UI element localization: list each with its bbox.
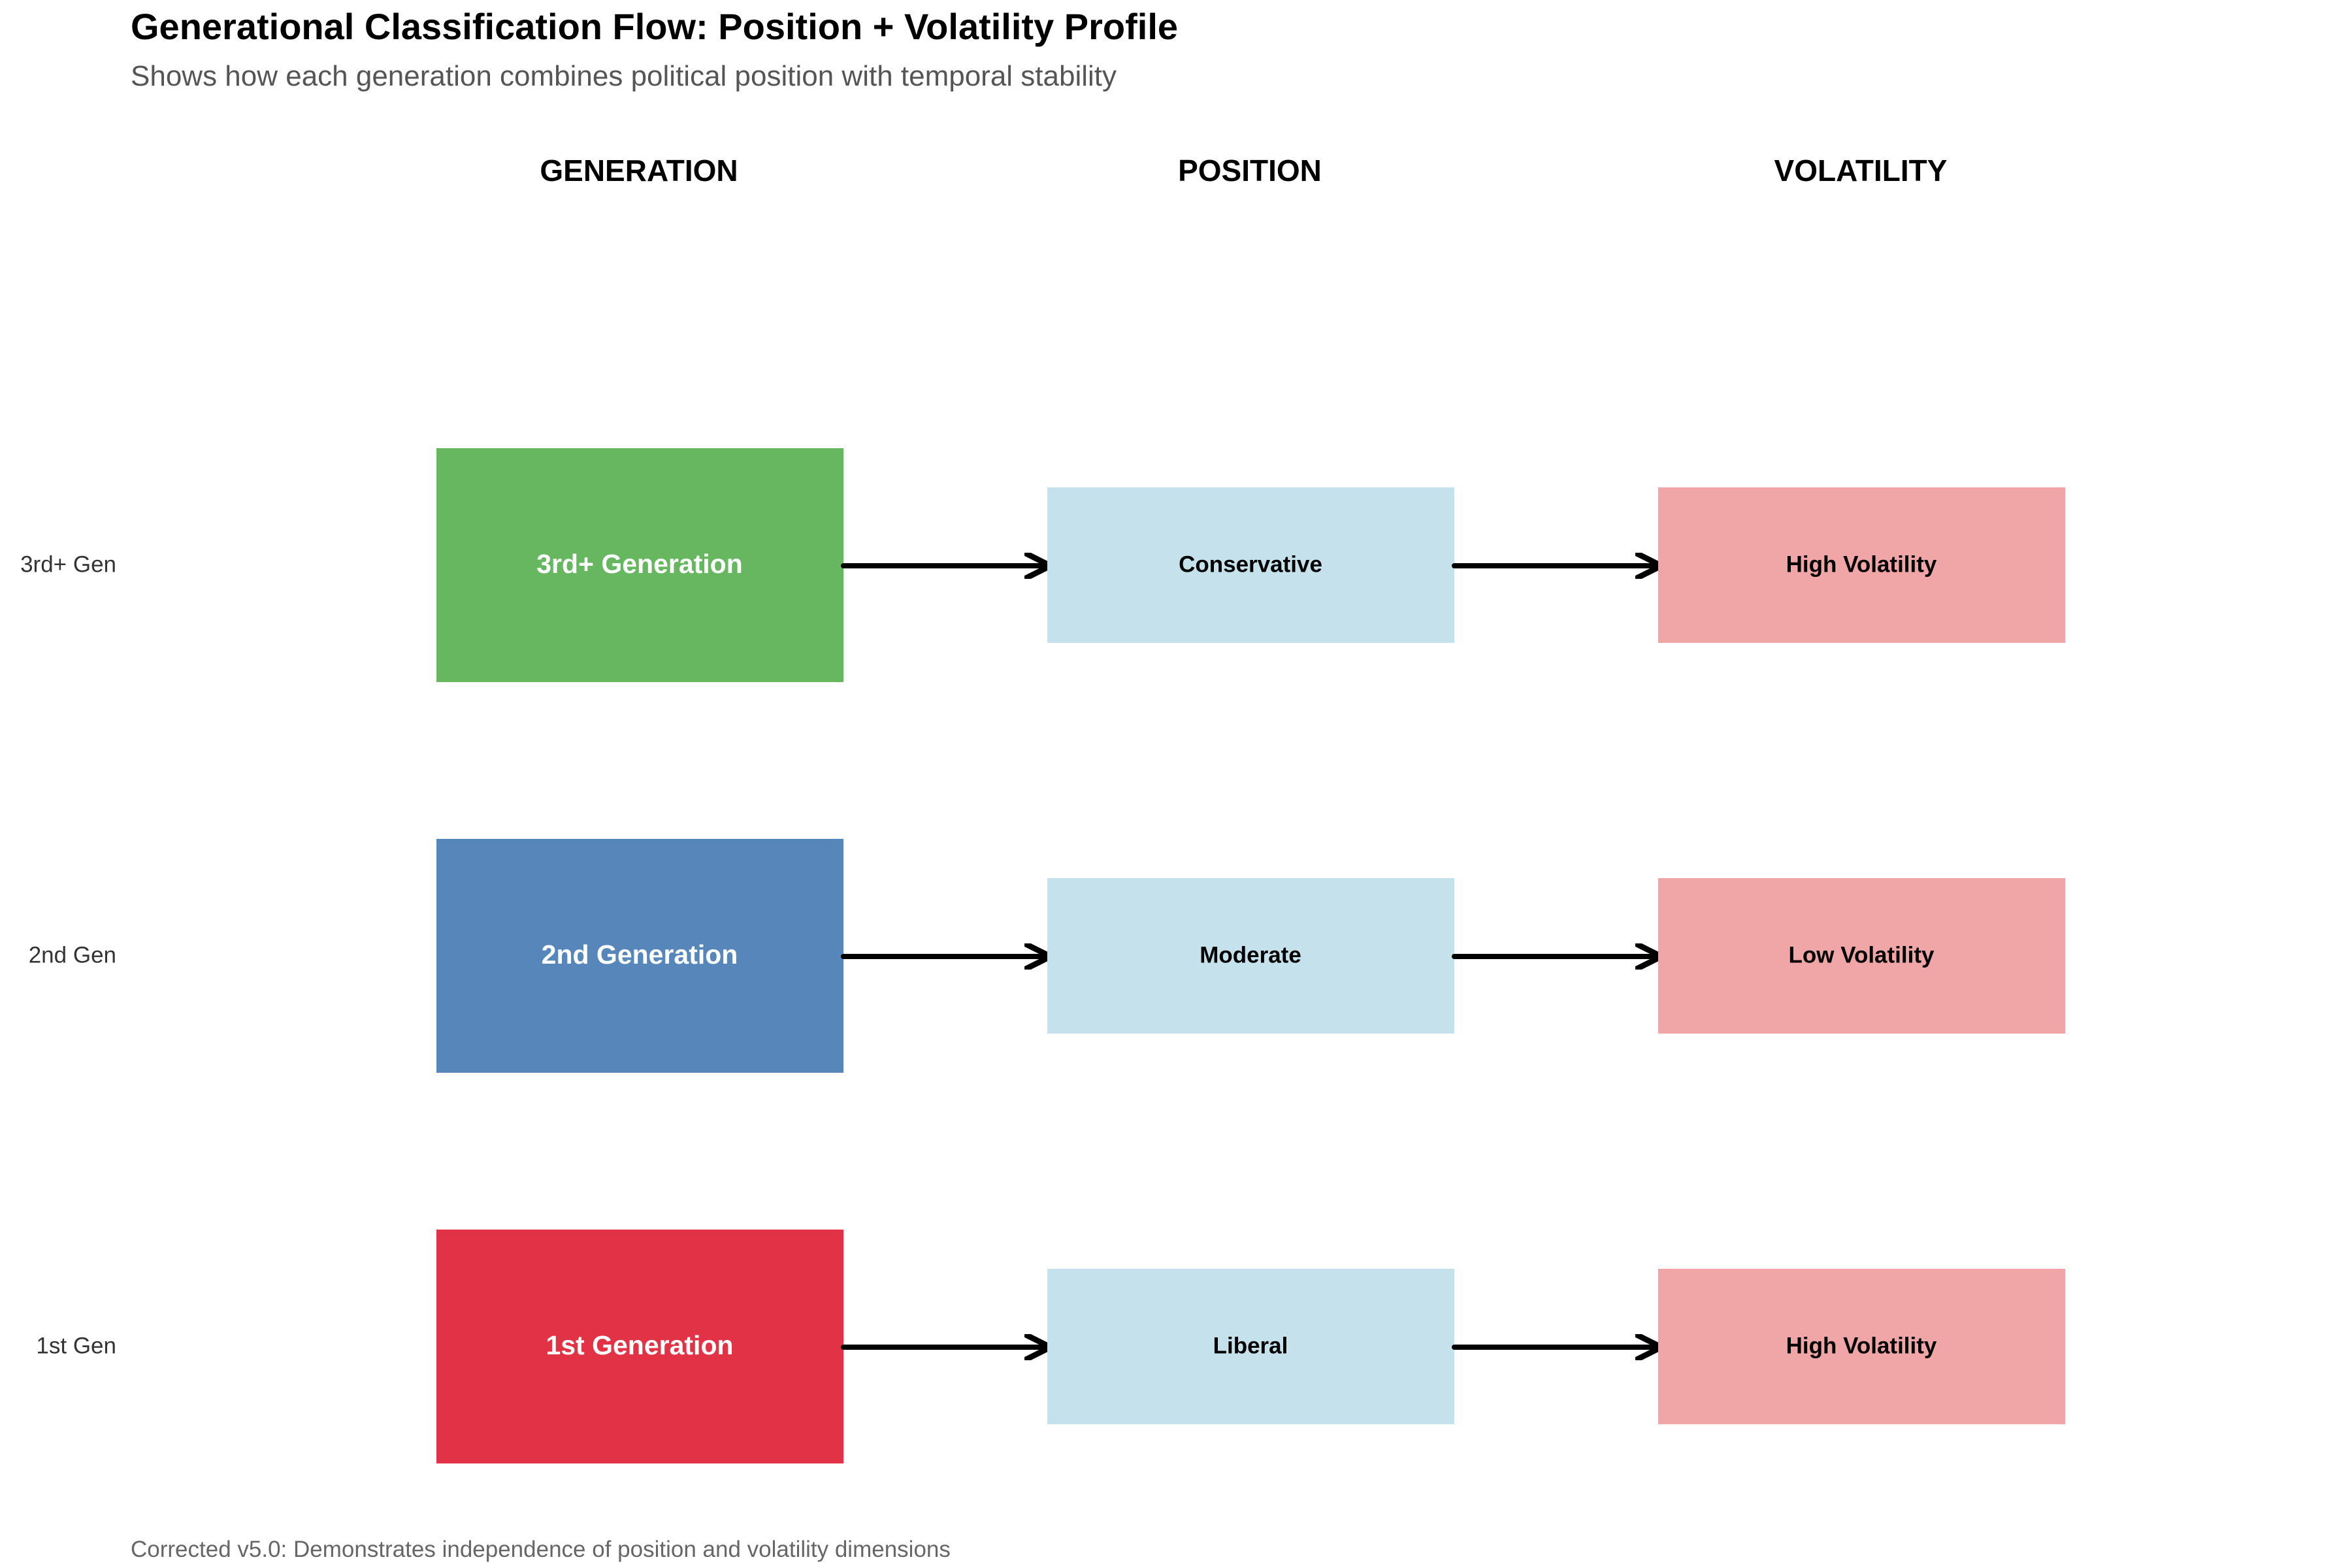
position-label: Conservative: [1179, 551, 1322, 577]
position-box: [1047, 1269, 1454, 1424]
generation-label: 3rd+ Generation: [536, 549, 743, 579]
column-header-generation: GENERATION: [540, 154, 738, 188]
volatility-label: High Volatility: [1786, 1333, 1937, 1358]
row-label: 2nd Gen: [29, 942, 116, 968]
volatility-box: [1658, 1269, 2065, 1424]
volatility-label: Low Volatility: [1789, 942, 1935, 968]
row-label: 1st Gen: [36, 1333, 116, 1358]
diagram-title: Generational Classification Flow: Positi…: [131, 6, 1179, 47]
volatility-label: High Volatility: [1786, 551, 1937, 577]
flow-row-3rd-gen: 3rd+ Gen 3rd+ Generation Conservative Hi…: [20, 448, 2065, 682]
volatility-box: [1658, 878, 2065, 1034]
column-header-position: POSITION: [1178, 154, 1322, 188]
volatility-box: [1658, 487, 2065, 643]
flow-row-2nd-gen: 2nd Gen 2nd Generation Moderate Low Vola…: [29, 839, 2065, 1073]
generation-box: [436, 448, 843, 682]
diagram-caption: Corrected v5.0: Demonstrates independenc…: [131, 1537, 951, 1562]
position-box: [1047, 487, 1454, 643]
generation-label: 2nd Generation: [542, 939, 738, 970]
row-label: 3rd+ Gen: [20, 551, 116, 577]
generation-label: 1st Generation: [546, 1330, 733, 1360]
position-box: [1047, 878, 1454, 1034]
diagram-subtitle: Shows how each generation combines polit…: [131, 60, 1117, 92]
position-label: Liberal: [1213, 1333, 1288, 1358]
generation-box: [436, 839, 843, 1073]
generation-box: [436, 1230, 843, 1463]
column-header-volatility: VOLATILITY: [1774, 154, 1948, 188]
position-label: Moderate: [1200, 942, 1301, 968]
flow-row-1st-gen: 1st Gen 1st Generation Liberal High Vola…: [36, 1230, 2065, 1463]
